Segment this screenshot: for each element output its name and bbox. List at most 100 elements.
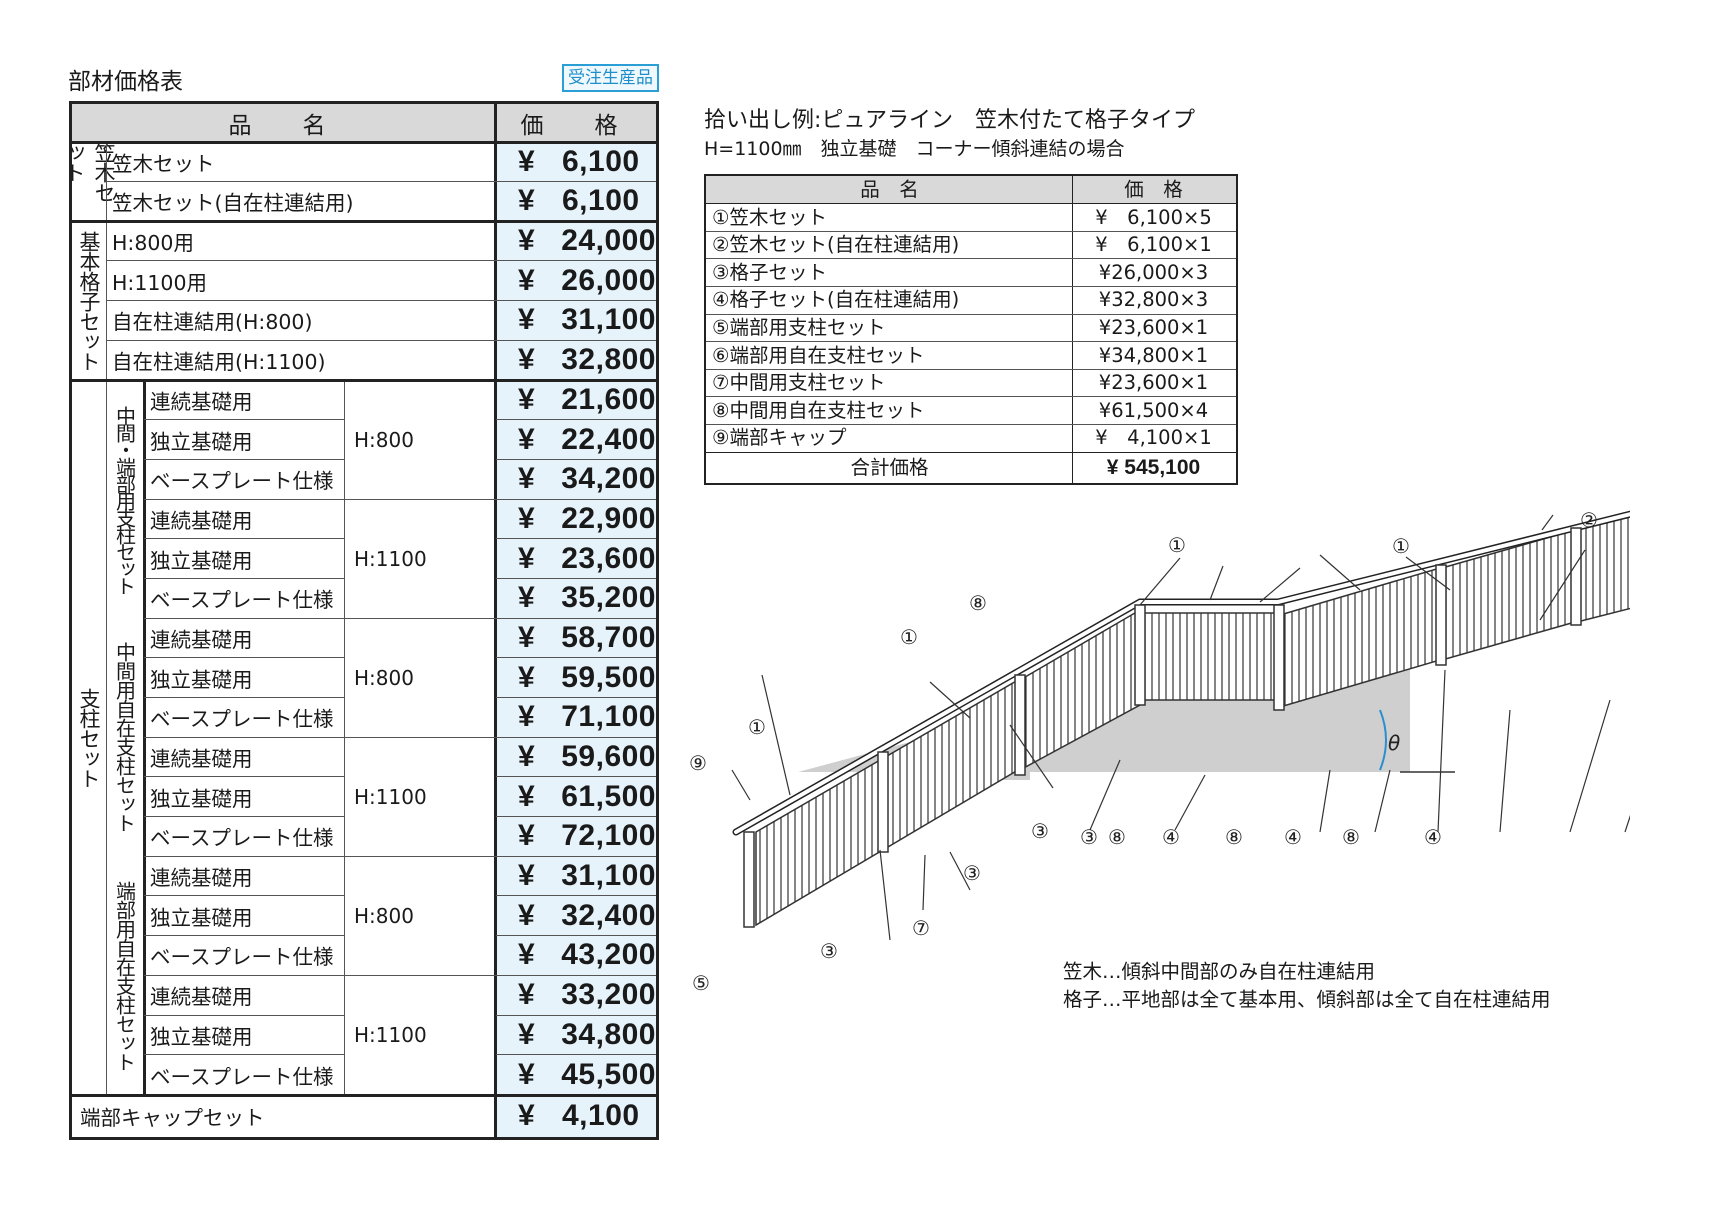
item-name: H:800用 <box>112 230 194 255</box>
example-item-name: ⑨端部キャップ <box>712 426 847 450</box>
item-price: ¥59,600 <box>496 737 656 777</box>
divider <box>144 1054 344 1055</box>
made-to-order-badge: 受注生産品 <box>562 64 659 92</box>
divider <box>144 578 344 579</box>
subgroup-label-1: 中間・端部用支柱セット <box>112 405 137 593</box>
divider <box>144 776 344 777</box>
item-name: 連続基礎用 <box>150 985 253 1010</box>
item-price: ¥71,100 <box>496 697 656 738</box>
subgroup-label-2: 中間用自在支柱セット <box>112 642 137 832</box>
item-name: 連続基礎用 <box>150 389 253 414</box>
item-name: ベースプレート仕様 <box>150 707 334 732</box>
height-label: H:800 <box>354 903 414 928</box>
height-label: H:1100 <box>354 546 427 571</box>
callout-8b: ⑧ <box>1108 825 1126 849</box>
item-price: ¥58,700 <box>496 618 656 658</box>
example-row: ⑥端部用自在支柱セット¥34,800×1 <box>706 342 1236 370</box>
divider <box>144 618 656 619</box>
example-item-price: ¥26,000×3 <box>1098 260 1209 284</box>
example-row: ①笠木セット¥ 6,100×5 <box>706 204 1236 232</box>
item-price: ¥26,000 <box>496 260 656 301</box>
item-name: 連続基礎用 <box>150 627 253 652</box>
callout-7: ⑦ <box>912 916 930 940</box>
divider <box>496 419 656 420</box>
divider <box>144 856 656 857</box>
callout-3a: ③ <box>963 861 981 885</box>
item-name: ベースプレート仕様 <box>150 588 334 613</box>
divider <box>144 816 344 817</box>
divider <box>144 935 344 936</box>
item-price: ¥22,400 <box>496 419 656 460</box>
item-price: ¥4,100 <box>496 1095 656 1137</box>
example-row: ⑤端部用支柱セット ¥23,600×1 <box>706 314 1236 342</box>
example-item-name: ⑤端部用支柱セット <box>712 316 886 339</box>
item-price: ¥31,100 <box>496 856 656 896</box>
divider <box>496 935 656 936</box>
example-item-price: ¥23,600×1 <box>1098 316 1209 339</box>
divider <box>144 895 344 896</box>
item-price: ¥33,200 <box>496 975 656 1016</box>
divider <box>106 260 656 261</box>
item-name: 独立基礎用 <box>150 548 253 573</box>
callout-3c: ③ <box>820 939 838 963</box>
divider <box>496 895 656 896</box>
divider <box>106 142 107 1095</box>
lattice-panel <box>1139 612 1279 701</box>
header-price: 価 格 <box>1124 178 1183 201</box>
divider <box>706 203 1236 204</box>
item-name: 独立基礎用 <box>150 786 253 811</box>
item-name: H:1100用 <box>112 270 207 295</box>
divider <box>706 396 1236 397</box>
divider <box>496 1054 656 1055</box>
item-name: 独立基礎用 <box>150 905 253 930</box>
callout-3d: ③ <box>1080 825 1098 849</box>
divider <box>106 340 656 341</box>
callout-1c: ① <box>1168 533 1186 557</box>
divider <box>72 141 656 144</box>
total-label: 合計価格 <box>850 456 929 479</box>
page-title: 部材価格表 <box>68 69 183 95</box>
example-item-price: ¥ 4,100×1 <box>1095 426 1212 450</box>
height-label: H:1100 <box>354 1023 427 1047</box>
end-post <box>743 831 755 928</box>
callout-8c: ⑧ <box>1225 825 1243 849</box>
item-price: ¥59,500 <box>496 657 656 698</box>
divider <box>706 258 1236 259</box>
group-label-kasagi: 笠木セット <box>62 142 116 202</box>
item-name: 独立基礎用 <box>150 429 253 454</box>
item-name: 連続基礎用 <box>150 508 253 533</box>
example-item-name: ⑦中間用支柱セット <box>712 371 886 395</box>
item-name: 独立基礎用 <box>150 667 253 692</box>
item-price: ¥61,500 <box>496 776 656 817</box>
divider <box>72 1094 656 1097</box>
note-kasagi: 笠木…傾斜中間部のみ自在柱連結用 <box>1063 960 1376 983</box>
divider <box>496 459 656 460</box>
divider <box>706 286 1236 287</box>
divider <box>144 737 656 738</box>
angle-arc <box>1379 709 1387 771</box>
example-subtitle: H=1100㎜ 独立基礎 コーナー傾斜連結の場合 <box>704 138 1125 160</box>
example-item-price: ¥23,600×1 <box>1098 371 1209 395</box>
divider <box>496 776 656 777</box>
callout-3b: ③ <box>1031 819 1049 843</box>
item-price: ¥22,900 <box>496 499 656 539</box>
header-item-name: 品 名 <box>860 178 919 201</box>
angle-label: θ <box>1388 731 1400 755</box>
divider <box>106 300 656 301</box>
example-item-name: ⑥端部用自在支柱セット <box>712 343 925 367</box>
item-price: ¥23,600 <box>496 538 656 579</box>
divider <box>144 1015 344 1016</box>
group-label-koshi: 基本格子セット <box>77 230 101 371</box>
callout-1d: ① <box>900 625 918 649</box>
item-price: ¥21,600 <box>496 380 656 420</box>
item-price: ¥24,000 <box>496 221 656 261</box>
item-price: ¥35,200 <box>496 578 656 618</box>
header-price: 価 格 <box>496 104 656 142</box>
item-price: ¥6,100 <box>496 142 656 182</box>
divider <box>72 379 656 382</box>
divider <box>144 538 344 539</box>
callout-9: ⑨ <box>689 751 707 775</box>
flexible-post <box>1273 604 1285 711</box>
item-price: ¥72,100 <box>496 816 656 856</box>
item-name: 笠木セット <box>112 151 215 176</box>
